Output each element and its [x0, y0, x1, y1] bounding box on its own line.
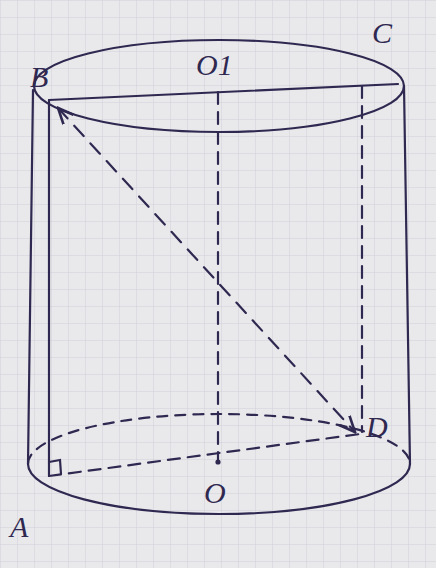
bottom-base-front: [28, 464, 410, 514]
axis-oo1: [217, 92, 219, 462]
segment-cd: [361, 86, 363, 432]
point-label: B: [30, 62, 48, 92]
side-left: [28, 90, 33, 464]
point-label: D: [366, 412, 388, 442]
segment-ab: [48, 100, 50, 476]
point-label: O: [204, 478, 226, 508]
point-label: A: [10, 512, 28, 542]
point-label: C: [372, 18, 392, 48]
point-o: [217, 461, 220, 464]
diagonal-bd: [58, 108, 355, 432]
side-right: [404, 86, 410, 464]
diameter-ad: [49, 434, 360, 476]
right-angle-mark: [49, 460, 61, 474]
chord-bc: [49, 84, 398, 100]
point-label: O1: [196, 50, 233, 80]
